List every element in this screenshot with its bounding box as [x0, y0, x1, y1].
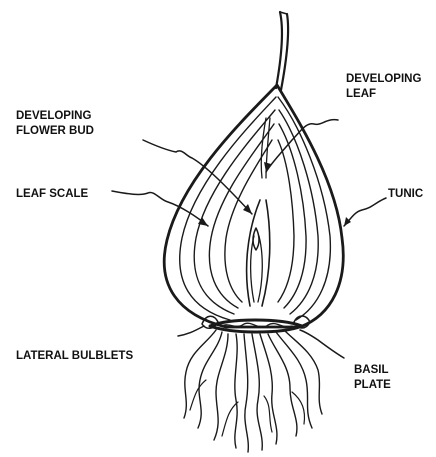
- bulb-neck: [276, 12, 288, 90]
- arrowheads: [198, 162, 351, 226]
- leaf-scales: [180, 97, 331, 320]
- label-developing-leaf: DEVELOPING LEAF: [346, 73, 425, 100]
- label-tunic: TUNIC: [388, 188, 423, 200]
- roots: [184, 330, 322, 452]
- leader-leaf-scale: [112, 191, 208, 226]
- label-leaf-scale: LEAF SCALE: [16, 188, 89, 200]
- leader-lateral-bulblets: [178, 326, 204, 336]
- leader-basil-plate: [300, 330, 344, 358]
- label-developing-flower-bud: DEVELOPING FLOWER BUD: [16, 110, 95, 137]
- label-basil-plate: BASIL PLATE: [354, 364, 392, 391]
- label-lateral-bulblets: LATERAL BULBLETS: [16, 350, 133, 362]
